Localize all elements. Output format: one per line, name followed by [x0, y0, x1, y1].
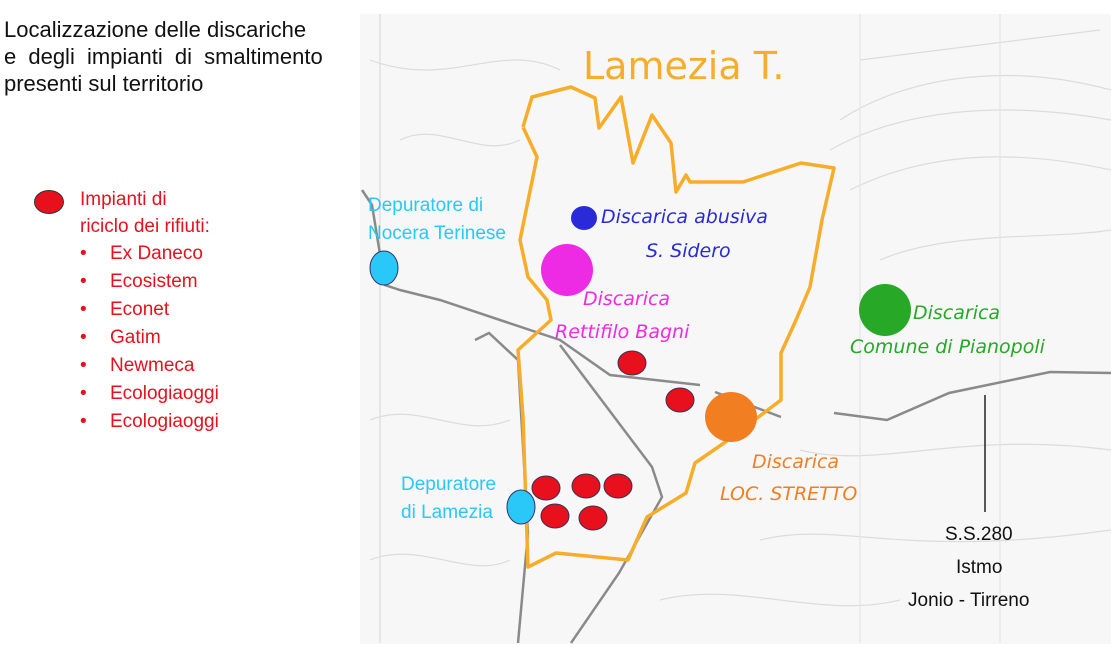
slide-title: Localizzazione delle discariche e degli …: [4, 16, 394, 97]
label-stretto-2: LOC. STRETTO: [720, 483, 858, 505]
legend-item: Ecosistem: [80, 268, 219, 296]
depuratore-nocera-marker: [369, 250, 399, 286]
impianto-marker: [531, 475, 561, 501]
legend-item: Econet: [80, 296, 219, 324]
impianto-marker: [571, 473, 601, 499]
label-road-1: S.S.280: [945, 524, 1013, 545]
legend-heading-1: Impianti di: [80, 189, 167, 210]
label-abusiva-1: Discarica abusiva: [601, 206, 768, 228]
depuratore-lamezia-marker: [506, 489, 536, 525]
municipal-boundary: [516, 85, 836, 569]
legend-list: Ex Daneco Ecosistem Econet Gatim Newmeca…: [34, 240, 219, 436]
rettifilo-marker: [541, 244, 593, 296]
title-line-1: Localizzazione delle discariche: [4, 17, 307, 42]
label-lamezia-1: Depuratore: [401, 474, 497, 495]
label-nocera-2: Nocera Terinese: [368, 223, 507, 244]
impianto-marker: [617, 350, 647, 376]
label-road-2: Istmo: [956, 557, 1003, 578]
label-abusiva-2: S. Sidero: [646, 240, 731, 262]
legend-item: Gatim: [80, 324, 219, 352]
label-lamezia-2: di Lamezia: [401, 502, 493, 523]
impianto-marker: [665, 387, 695, 413]
markers: [369, 206, 911, 531]
title-line-3: presenti sul territorio: [4, 71, 204, 96]
stretto-marker: [705, 392, 757, 442]
label-road-3: Jonio - Tirreno: [908, 590, 1030, 611]
road-ss280-east: [833, 370, 1111, 422]
impianto-marker: [540, 503, 570, 529]
impianto-marker: [578, 505, 608, 531]
label-nocera-1: Depuratore di: [368, 195, 484, 216]
legend: Impianti di riciclo dei rifiuti: Ex Dane…: [34, 186, 219, 436]
abusiva-marker: [571, 206, 597, 230]
label-pianopoli-1: Discarica: [913, 302, 1001, 324]
impianto-marker: [603, 473, 633, 499]
road-east: [559, 344, 664, 644]
pianopoli-marker: [859, 284, 911, 336]
label-stretto-1: Discarica: [752, 451, 840, 473]
label-rettifilo-2: Rettifilo Bagni: [555, 321, 690, 343]
label-pianopoli-2: Comune di Pianopoli: [850, 336, 1045, 358]
label-rettifilo-1: Discarica: [583, 288, 671, 310]
topographic-map: [360, 14, 1111, 644]
title-line-2: e degli impianti di smaltimento: [4, 44, 323, 69]
red-circle-icon: [34, 190, 64, 214]
town-label: Lamezia T.: [583, 44, 785, 88]
legend-item: Newmeca: [80, 352, 219, 380]
contour-lines: [369, 14, 1111, 643]
legend-item: Ecologiaoggi: [80, 408, 219, 436]
legend-heading-2: riciclo dei rifiuti:: [80, 216, 210, 237]
legend-item: Ex Daneco: [80, 240, 219, 268]
road-nocera: [360, 189, 701, 387]
legend-item: Ecologiaoggi: [80, 380, 219, 408]
